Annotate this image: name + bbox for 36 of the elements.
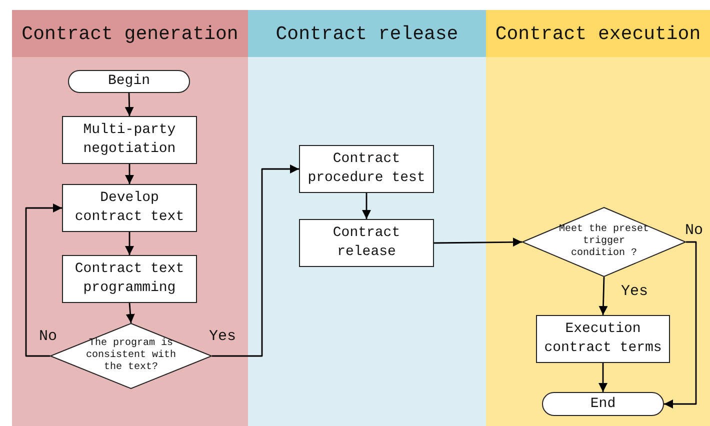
lane-heading: Contract release [248, 10, 486, 57]
decision-diamond [522, 207, 686, 277]
arrow [25, 204, 62, 357]
arrow [434, 238, 522, 247]
node-text: Contract procedure test [306, 150, 426, 188]
node-text: Contract release [332, 224, 402, 262]
node-text: Contract text programming [74, 260, 186, 298]
arrow [598, 363, 608, 392]
arrow [126, 302, 135, 324]
arrow [664, 241, 697, 408]
decision-text: The program is consistent with the text? [84, 338, 177, 374]
process-box [299, 219, 434, 267]
node-text: End [590, 394, 616, 414]
process-box [536, 315, 670, 363]
arrow [598, 276, 608, 316]
arrow [124, 92, 134, 116]
decision-text: Meet the preset trigger condition ? [558, 224, 650, 260]
process-box [62, 184, 197, 232]
process-box [299, 145, 434, 193]
arrow [362, 193, 371, 219]
terminal-box [542, 392, 664, 416]
swimlane [486, 10, 710, 426]
node-text: Multi-party negotiation [82, 121, 177, 159]
lane-heading: Contract execution [486, 10, 710, 57]
arrow [125, 232, 134, 255]
node-text: Begin [108, 72, 150, 91]
swimlane [12, 10, 248, 426]
terminal-box [68, 70, 190, 93]
arrow [125, 164, 134, 184]
process-box [62, 255, 197, 303]
node-text: Execution contract terms [543, 320, 663, 358]
node-text: Develop contract text [74, 189, 186, 227]
swimlane [248, 10, 486, 426]
arrow [212, 164, 299, 357]
process-box [62, 116, 197, 164]
lane-heading: Contract generation [12, 10, 248, 57]
